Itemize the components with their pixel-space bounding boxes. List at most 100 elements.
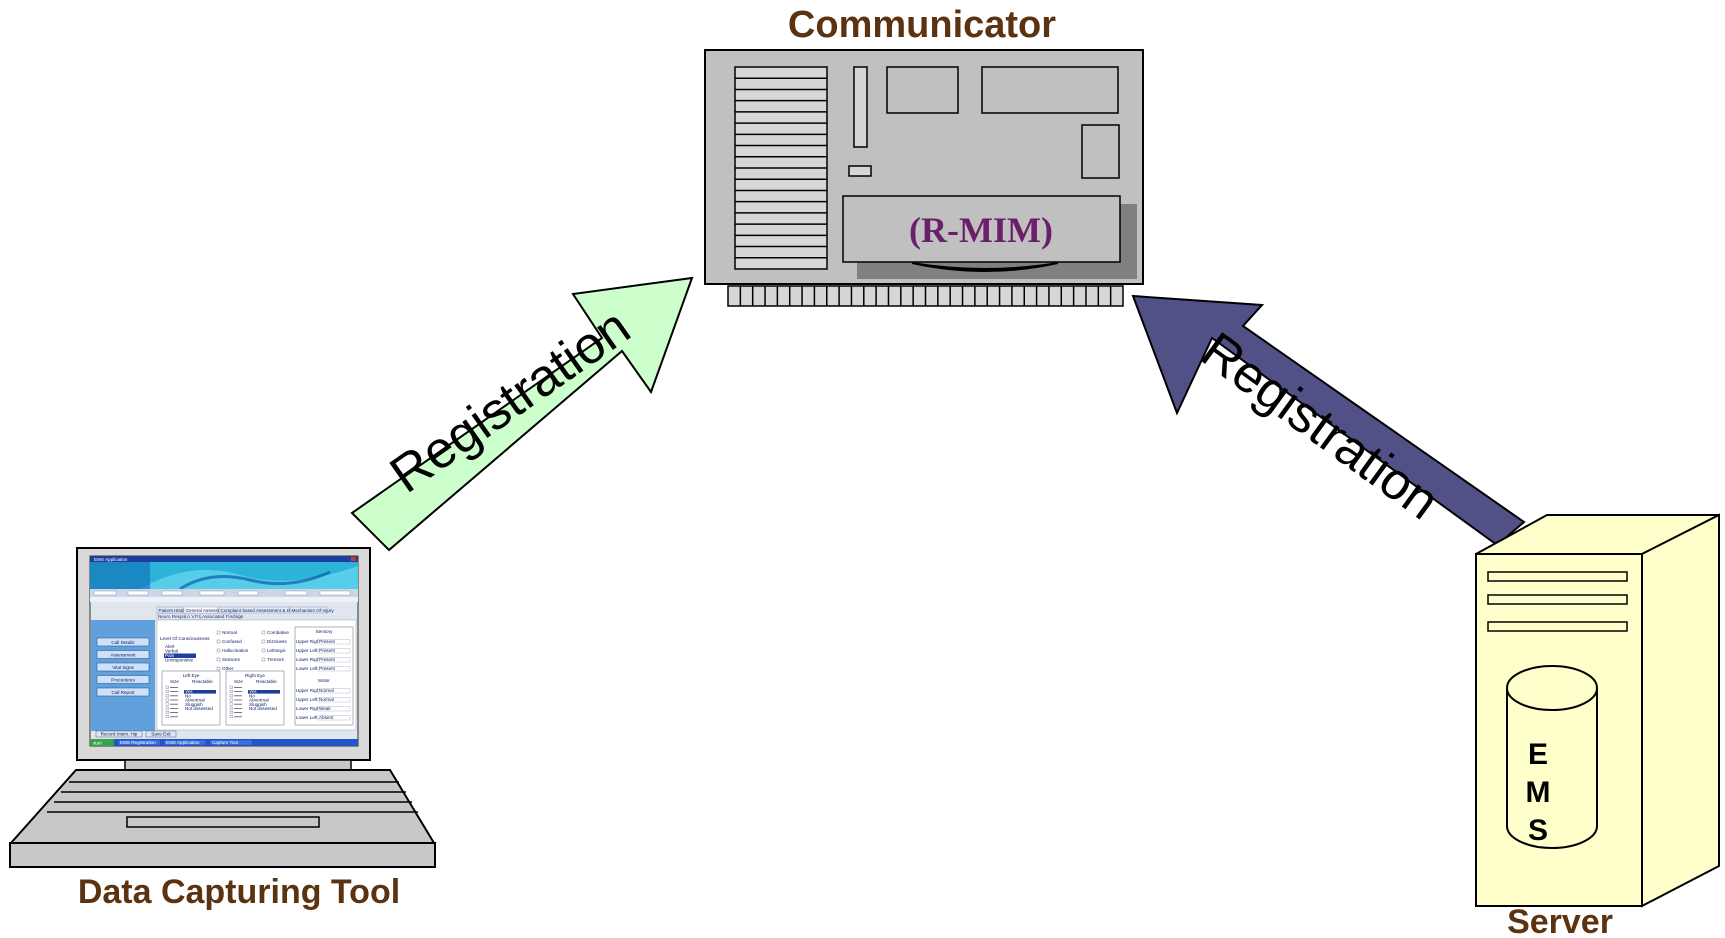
screen-window-title: EMS Application: [94, 557, 128, 562]
screen-nav-label: Assessment: [110, 653, 136, 658]
screen-nav-label: Procedures: [111, 678, 135, 683]
screen-tab-label: Patient History: [159, 608, 190, 613]
screen-radio: [229, 694, 233, 698]
screen-pupil-selected: [184, 690, 216, 694]
screen-motor-value: Normal: [319, 688, 334, 693]
screen-check-label: Lethargic: [267, 648, 287, 653]
screen-taskbar-item: [209, 739, 253, 746]
screen-subtab-label: A.V.P.U.: [187, 614, 204, 619]
screen-bottom-button-label: Save Exit: [151, 732, 171, 737]
screen-checkbox: [216, 630, 221, 635]
screen-tab-label: General Assessment: [186, 608, 229, 613]
screen-check-label: Other: [222, 666, 234, 671]
screen-tab: [183, 606, 219, 614]
screen-size-row: [234, 716, 242, 718]
screen-size-row: [234, 712, 242, 713]
screen-radio: [165, 715, 169, 719]
screen-size-row: [170, 716, 178, 718]
screen-bottom-button: [145, 730, 177, 738]
screen-loc-option: Unresponsive: [165, 658, 194, 663]
database-icon: [1506, 665, 1598, 849]
toolbar-field: [93, 590, 117, 596]
screen-select: [317, 648, 351, 654]
screen-eye-heading: Right Eye: [245, 673, 265, 678]
toolbar-field: [127, 590, 149, 596]
screen-checkbox: [261, 639, 266, 644]
screen-check-label: Hallucination: [222, 648, 249, 653]
screen-loc-option: Alert: [165, 644, 175, 649]
screen-limb-label: Lower Right: [296, 657, 321, 662]
arrow-left-shape: [350, 276, 694, 552]
screen-eye-panel: [225, 670, 285, 726]
screen-check-label: Confused: [222, 639, 242, 644]
screen-check-label: Normal: [222, 630, 237, 635]
screen-col-header: Size: [234, 679, 243, 684]
screen-size-row: [234, 691, 242, 692]
toolbar-field: [237, 590, 259, 596]
screen-tab-label: Complaint based Assessment & History: [221, 608, 302, 613]
screen-check-label: Seizures: [222, 657, 241, 662]
registration-arrow-left: Registration: [350, 276, 694, 552]
screen-nav-label: Vital Signs: [112, 665, 134, 670]
screen-sensory-value: Present: [319, 657, 336, 662]
screen-radio: [229, 706, 233, 710]
toolbar-field: [161, 590, 183, 596]
screen-sensory-value: Present: [319, 648, 336, 653]
screen-size-row: [234, 699, 242, 701]
communicator-connector-pins: [727, 285, 1124, 307]
screen-sensory-value: Present: [319, 666, 336, 671]
screen-size-row: [234, 703, 242, 705]
screen-tab-label: Mechanism Of Injury: [292, 608, 335, 613]
screen-pupil-option: Sluggish: [249, 702, 267, 707]
screen-checkbox: [216, 648, 221, 653]
screen-col-header: Reactable: [192, 679, 213, 684]
screen-loc-option: Verbal: [165, 649, 178, 654]
screen-radio: [229, 685, 233, 689]
screen-pupil-selected: [248, 690, 280, 694]
screen-pupil-option: Not assessed: [185, 706, 213, 711]
arrow-right-shape: [1131, 294, 1526, 547]
screen-nav-label: Call Details: [111, 640, 135, 645]
screen-eye-heading: Left Eye: [183, 673, 200, 678]
toolbar-field: [284, 590, 308, 596]
screen-check-label: Dizziness: [267, 639, 287, 644]
screen-subtab: [156, 613, 186, 620]
screen-taskbar-item: [163, 739, 207, 746]
screen-checkbox: [261, 630, 266, 635]
screen-radio: [229, 690, 233, 693]
screen-limb-label: Upper Right: [296, 639, 321, 644]
server-device: E M S: [1475, 513, 1720, 908]
toolbar-field: [319, 590, 351, 596]
screen-radio: [229, 702, 233, 706]
laptop-label: Data Capturing Tool: [78, 873, 400, 911]
screen-radio: [165, 690, 169, 693]
screen-checkbox: [261, 648, 266, 653]
screen-motor-value: Absent: [319, 715, 334, 720]
screen-motor-heading: Motor: [318, 678, 330, 683]
screen-pupil-option: Abnormal: [249, 698, 269, 703]
screen-limb-label: Lower Left: [296, 666, 318, 671]
db-letter-m: M: [1526, 776, 1551, 809]
screen-bottom-button-label: Record Interv. Hip: [101, 732, 138, 737]
screen-radio: [165, 685, 169, 689]
db-letter-e: E: [1528, 738, 1548, 771]
screen-eye-panel: [161, 670, 221, 726]
screen-size-row: [234, 708, 242, 709]
screen-radio: [229, 711, 233, 714]
screen-select: [317, 706, 351, 712]
screen-bottom-button: [95, 730, 143, 738]
screen-select: [317, 639, 351, 645]
screen-taskbar-label: Capture Tool: [212, 740, 238, 745]
screen-radio: [165, 711, 169, 714]
screen-pupil-option: Yes: [185, 689, 193, 694]
screen-nav-label: Call Report: [112, 690, 136, 695]
screen-subtab-label: Neuro Response: [158, 614, 193, 619]
arrow-right-label: Registration: [1191, 321, 1450, 531]
screen-tab: [218, 606, 290, 614]
screen-taskbar-label: EMS Application: [166, 740, 200, 745]
screen-radio: [165, 702, 169, 706]
r-mim-label: (R-MIM): [909, 210, 1053, 250]
screen-taskbar-label: EMS Registration: [120, 740, 156, 745]
screen-nav-button: [96, 687, 150, 697]
